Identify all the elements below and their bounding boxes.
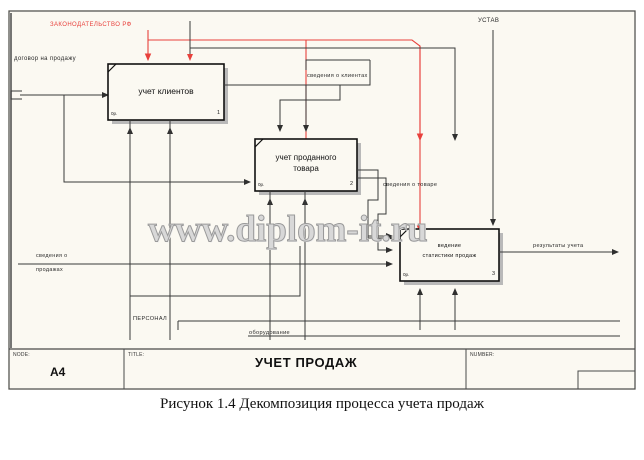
vertical-buses xyxy=(129,120,306,340)
box-1-cost: 0р. xyxy=(111,111,118,116)
title-block-node-caption: NODE: xyxy=(13,352,30,358)
idef0-diagram-canvas xyxy=(8,10,636,390)
box-3-shape[interactable] xyxy=(399,228,500,282)
box-2-shape[interactable] xyxy=(254,138,358,192)
title-block-title-caption: TITLE: xyxy=(128,352,145,358)
control-charter-arrows xyxy=(187,21,496,226)
sheet-frame xyxy=(8,10,636,390)
box-2-label-line2: товара xyxy=(293,164,319,173)
label-input-sales-info-line1: сведения о xyxy=(36,253,68,259)
box-3-cost: 0р. xyxy=(403,272,410,277)
box-1-label: учет клиентов xyxy=(138,86,194,96)
box-2-label-line1: учет проданного xyxy=(275,153,337,162)
label-input-sales-info-line2: продажах xyxy=(36,267,64,273)
box-2-cost: 0р. xyxy=(258,182,265,187)
label-output-results: результаты учета xyxy=(533,243,584,249)
flow-goods-info xyxy=(357,169,393,253)
label-control-legislation: ЗАКОНОДАТЕЛЬСТВО РФ xyxy=(50,22,132,28)
control-legislation-arrows xyxy=(144,30,424,234)
label-control-charter: УСТАВ xyxy=(478,18,500,24)
label-mechanism-equipment: оборудование xyxy=(249,330,291,336)
label-mechanism-personnel: ПЕРСОНАЛ xyxy=(133,316,168,322)
label-flow-goods-info: сведения о товаре xyxy=(383,182,438,188)
title-block-node-value: A4 xyxy=(50,365,66,379)
box-1-number: 1 xyxy=(217,110,221,116)
flow-client-info xyxy=(224,59,371,132)
title-block-number-caption: NUMBER: xyxy=(470,352,495,358)
box-1-shape[interactable] xyxy=(107,63,225,121)
label-flow-client-info: сведения о клиентах xyxy=(307,73,368,79)
mechanism-personnel-line xyxy=(129,246,620,330)
box-2-number: 2 xyxy=(350,181,354,187)
label-input-contract: договор на продажу xyxy=(14,56,77,62)
left-feedback xyxy=(63,95,251,185)
box-3-number: 3 xyxy=(492,271,496,277)
box-3-label-line1: ведение xyxy=(437,243,462,249)
input-contract-arrow xyxy=(10,90,109,100)
box-3-label-line2: статистики продаж xyxy=(422,253,477,259)
title-block-title-value: УЧЕТ ПРОДАЖ xyxy=(255,355,358,370)
figure-caption: Рисунок 1.4 Декомпозиция процесса учета … xyxy=(160,396,484,412)
